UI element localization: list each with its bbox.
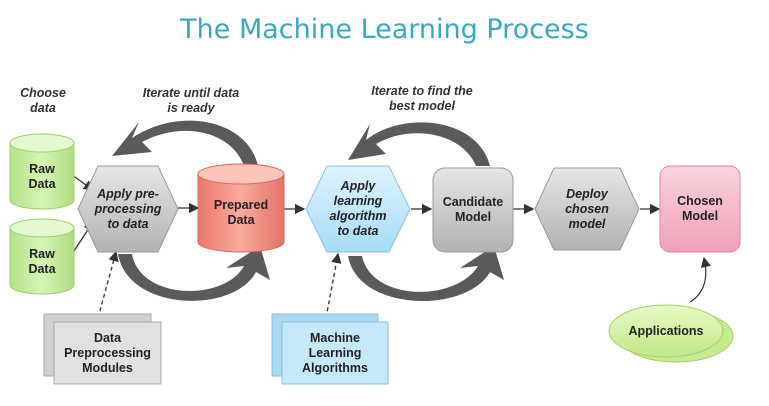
arrow-modules-to-preprocess <box>97 250 119 319</box>
candidate-model-label: Candidate Model <box>442 195 504 224</box>
loop-arrow-data-bottom <box>118 246 270 301</box>
prepared-data-label: Prepared Data <box>213 198 269 227</box>
iterate-data-annotation: Iterate until data is ready <box>142 86 240 115</box>
loop-arrow-model-top <box>348 122 490 166</box>
loop-arrow-model-bottom <box>348 246 504 302</box>
preprocessing-modules-stack <box>43 313 162 385</box>
iterate-model-annotation: Iterate to find the best model <box>371 84 473 113</box>
preprocessing-modules-label: Data Preprocessing Modules <box>64 330 151 375</box>
chosen-model-label: Chosen Model <box>677 194 723 223</box>
loop-arrows <box>112 120 504 302</box>
choose-data-annotation: Choose data <box>20 86 66 115</box>
page-title: The Machine Learning Process <box>180 14 589 45</box>
loop-arrow-data-top <box>112 120 258 166</box>
raw-data-cylinder-1 <box>9 133 75 210</box>
apply-preprocessing-hexagon <box>77 165 179 253</box>
apply-learning-label: Apply learning algorithm to data <box>329 179 387 238</box>
chosen-model-box <box>659 165 741 253</box>
ml-algorithms-stack <box>271 313 389 385</box>
candidate-model-box <box>432 167 514 253</box>
apply-learning-hexagon <box>305 165 411 253</box>
deploy-model-label: Deploy chosen model <box>565 186 609 231</box>
arrow-applications-to-chosen <box>689 256 712 303</box>
raw-data-cylinder-2 <box>9 218 75 295</box>
deploy-model-hexagon <box>534 167 640 251</box>
ml-algorithms-label: Machine Learning Algorithms <box>302 330 368 375</box>
applications-ellipse <box>608 304 734 363</box>
raw-data-label-1: Raw Data <box>28 162 56 191</box>
prepared-data-cylinder <box>197 163 285 253</box>
applications-label: Applications <box>628 323 704 338</box>
arrow-algorithms-to-learning <box>325 252 342 319</box>
raw-data-label-2: Raw Data <box>28 247 56 276</box>
apply-preprocessing-label: Apply pre- processing to data <box>94 186 162 231</box>
